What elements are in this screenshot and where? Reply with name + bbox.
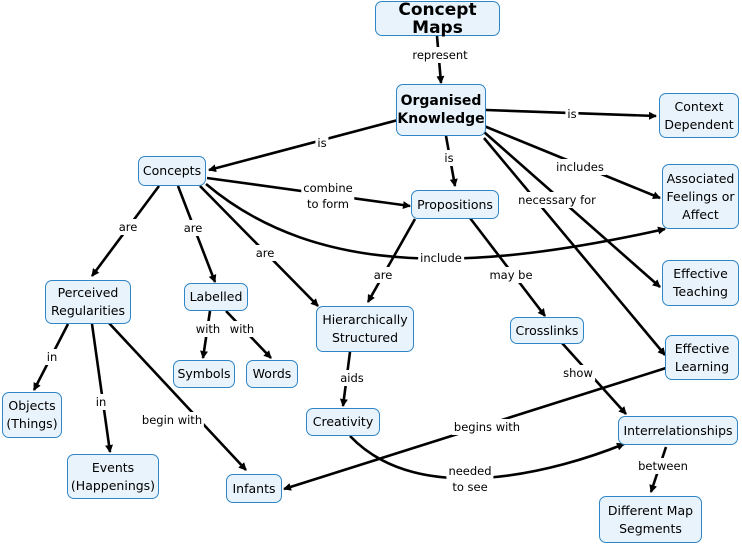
node-crosslinks[interactable]: Crosslinks: [510, 317, 584, 344]
label-are-labelled: are: [181, 220, 205, 236]
label-include: include: [418, 250, 464, 266]
label-with-words: with: [227, 321, 257, 337]
label-is-concepts: is: [315, 135, 329, 151]
edge-in-events: [90, 323, 113, 453]
node-events[interactable]: Events (Happenings): [67, 454, 159, 499]
label-aids: aids: [338, 370, 366, 386]
node-propositions[interactable]: Propositions: [411, 190, 499, 219]
node-context-dependent[interactable]: Context Dependent: [659, 93, 739, 138]
node-labelled[interactable]: Labelled: [184, 283, 248, 311]
node-organised-knowledge[interactable]: Organised Knowledge: [396, 84, 486, 136]
label-with-symbols: with: [193, 321, 223, 337]
node-hierarchically-structured[interactable]: Hierarchically Structured: [316, 306, 414, 352]
label-in-objects: in: [44, 349, 60, 365]
label-represent: represent: [410, 47, 470, 63]
edge-begin-with: [107, 321, 247, 471]
label-combine-to-form: combine to form: [301, 180, 355, 212]
node-creativity[interactable]: Creativity: [306, 408, 380, 436]
label-between: between: [636, 458, 690, 474]
node-different-map-segments[interactable]: Different Map Segments: [599, 496, 702, 543]
label-necessary-for: necessary for: [516, 192, 598, 208]
label-are-perceived: are: [116, 219, 140, 235]
node-words[interactable]: Words: [246, 360, 298, 388]
node-concepts[interactable]: Concepts: [138, 156, 206, 186]
edge-necessary-teaching: [483, 131, 661, 288]
label-includes: includes: [554, 159, 606, 175]
node-objects[interactable]: Objects (Things): [2, 392, 62, 438]
label-begin-with: begin with: [139, 412, 205, 428]
label-are-hierarchical: are: [253, 245, 277, 261]
edge-is-concepts: [208, 118, 399, 173]
node-effective-teaching[interactable]: Effective Teaching: [662, 260, 739, 306]
label-may-be: may be: [487, 267, 535, 283]
edge-are-props-hier: [366, 218, 417, 303]
node-interrelationships[interactable]: Interrelationships: [618, 416, 738, 445]
label-are-props-hier: are: [371, 267, 395, 283]
label-is-propositions: is: [442, 150, 456, 166]
node-associated-feelings[interactable]: Associated Feelings or Affect: [662, 164, 739, 229]
node-symbols[interactable]: Symbols: [173, 360, 235, 388]
node-perceived-regularities[interactable]: Perceived Regularities: [45, 280, 131, 324]
label-needed-to-see: needed to see: [446, 463, 494, 495]
node-concept-maps[interactable]: Concept Maps: [375, 1, 500, 37]
label-is-context: is: [565, 106, 579, 122]
edge-include: [205, 183, 666, 261]
label-in-events: in: [93, 394, 109, 410]
label-begins-with: begins with: [451, 419, 523, 435]
node-infants[interactable]: Infants: [226, 474, 282, 503]
node-effective-learning[interactable]: Effective Learning: [665, 335, 739, 380]
label-show: show: [561, 365, 595, 381]
